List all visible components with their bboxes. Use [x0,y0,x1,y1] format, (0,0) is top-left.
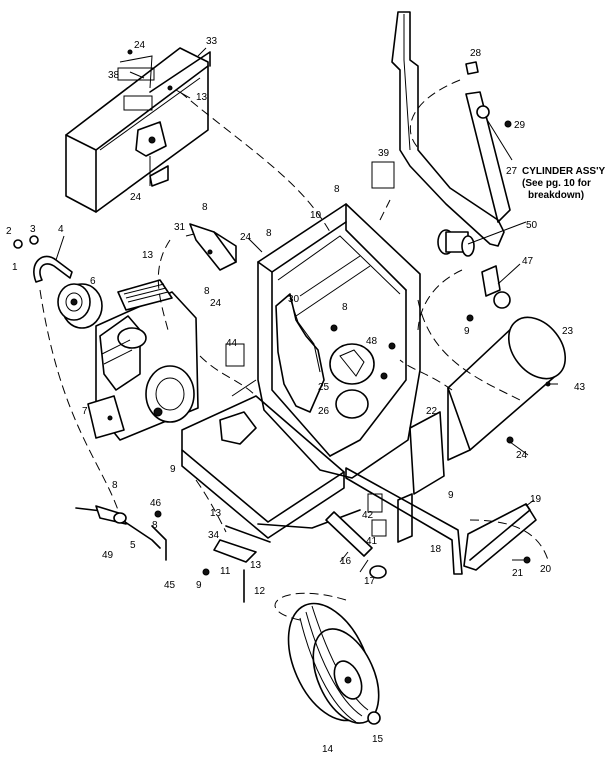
decal-39 [371,161,395,189]
callout-8-lower: 8 [204,286,210,297]
callout-2: 2 [6,226,12,237]
decal-42 [367,493,383,513]
callout-28: 28 [470,48,482,59]
belt [33,255,73,283]
callout-13-cover: 13 [196,92,208,103]
callout-24-cover: 24 [134,40,146,51]
callout-22: 22 [426,406,438,417]
callout-12: 12 [254,586,266,597]
callout-20: 20 [540,564,552,575]
callout-9-chute: 9 [464,326,470,337]
callout-1: 1 [12,262,18,273]
callout-26: 26 [318,406,330,417]
callout-23: 23 [562,326,574,337]
chute-support-arm [391,11,512,247]
callout-8-handle: 8 [112,480,118,491]
callout-17: 17 [364,576,376,587]
callout-labels: 2 3 1 4 6 7 13 24 33 38 13 24 31 8 8 24 … [6,36,605,755]
note-line-2: (See pg. 10 for [522,178,591,189]
callout-5: 5 [130,540,136,551]
callout-15: 15 [372,734,384,745]
cylinder-parts [437,229,511,322]
main-housing [257,203,421,479]
wheel [287,602,381,725]
screw-1 [13,239,23,249]
callout-24-cover-lower: 24 [130,192,142,203]
callout-11: 11 [220,566,231,577]
pulley [57,283,103,329]
callout-50: 50 [526,220,538,231]
callout-31: 31 [174,222,186,233]
callout-9-frame: 9 [170,464,176,475]
callout-4: 4 [58,224,64,235]
callout-7: 7 [82,406,88,417]
assembly-lines [39,79,549,621]
callout-10: 10 [310,210,322,221]
engine [87,279,199,441]
callout-8-housing: 8 [266,228,272,239]
callout-13-engine: 13 [142,250,154,261]
note-line-3: breakdown) [528,190,584,201]
shield-19 [463,503,537,571]
callout-6: 6 [90,276,96,287]
callout-43: 43 [574,382,586,393]
callout-30: 30 [288,294,300,305]
callout-34: 34 [208,530,220,541]
callout-13-bracket: 13 [250,560,262,571]
callout-46: 46 [150,498,162,509]
callout-9-base: 9 [196,580,202,591]
callout-41: 41 [366,536,378,547]
side-plate [345,411,463,575]
callout-9-plate: 9 [448,490,454,501]
callout-8-top: 8 [334,184,340,195]
callout-29: 29 [514,120,526,131]
callout-25: 25 [318,382,330,393]
frame-base [181,379,361,539]
callout-3: 3 [30,224,36,235]
discharge-chute [447,316,567,461]
callout-48: 48 [366,336,378,347]
callout-44: 44 [226,338,238,349]
callout-42: 42 [362,510,374,521]
hopper-cover [65,47,211,213]
axle [325,511,387,579]
bracket-31 [189,223,237,271]
callout-18: 18 [430,544,442,555]
callout-16: 16 [340,556,352,567]
callout-27: 27 [506,166,518,177]
callout-13-frame: 13 [210,508,222,519]
callout-14: 14 [322,744,334,755]
callout-19: 19 [530,494,542,505]
handle-assembly [75,505,167,561]
decal-41 [371,519,387,537]
callout-8-inner: 8 [342,302,348,313]
callout-21: 21 [512,568,524,579]
bracket-34 [202,525,271,603]
callout-8-bracket: 8 [202,202,208,213]
washer-3 [29,235,39,245]
callout-24-bracket: 24 [210,298,222,309]
callout-8-handle-lower: 8 [152,520,158,531]
callout-45: 45 [164,580,176,591]
callout-24-chute: 24 [516,450,528,461]
note-line-1: CYLINDER ASS'Y [522,166,605,177]
callout-39: 39 [378,148,390,159]
callout-47: 47 [522,256,534,267]
callout-49: 49 [102,550,114,561]
decal-44 [225,343,245,367]
callout-33: 33 [206,36,218,47]
callout-24-housing: 24 [240,232,252,243]
callout-38: 38 [108,70,120,81]
leader-lines [55,47,558,573]
